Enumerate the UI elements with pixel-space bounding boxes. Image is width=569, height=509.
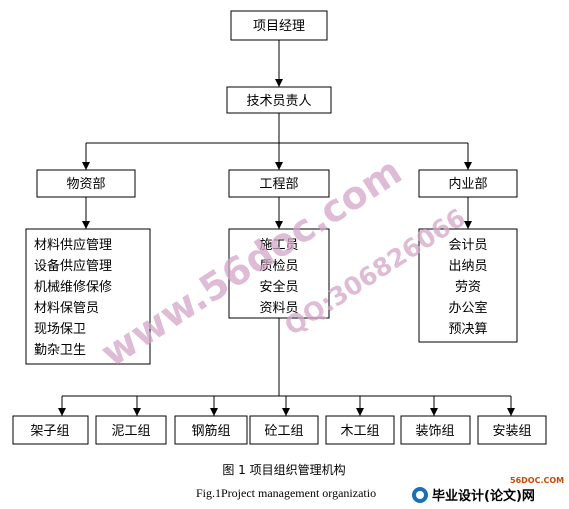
arrow-engineering	[275, 162, 283, 170]
arrow-office-list	[464, 221, 472, 229]
team-label: 架子组	[30, 424, 69, 439]
arrow-engineering-list	[275, 221, 283, 229]
arrow-office	[464, 162, 472, 170]
engineering-role: 施工员	[259, 238, 298, 253]
team-label: 木工组	[340, 424, 379, 439]
team-label: 砼工组	[264, 424, 303, 439]
logo-small-text: 56DOC.COM	[510, 476, 564, 485]
materials-role: 材料供应管理	[34, 237, 112, 253]
node-manager-label: 项目经理	[253, 19, 305, 34]
team-node: 装饰组	[400, 415, 471, 445]
engineering-roles-box: 施工员 质检员 安全员 资料员	[228, 228, 330, 319]
team-node: 砼工组	[249, 415, 319, 445]
engineering-role: 质检员	[259, 259, 298, 274]
office-role: 会计员	[448, 238, 487, 253]
figure-caption-en: Fig.1Project management organizatio	[196, 486, 376, 500]
arrow-team-2	[133, 408, 141, 416]
node-engineering-dept-label: 工程部	[259, 177, 298, 192]
logo-big-text: 毕业设计(论文)网	[432, 488, 535, 504]
office-role: 办公室	[448, 300, 487, 316]
team-node: 安装组	[477, 415, 547, 445]
node-engineering-dept: 工程部	[228, 169, 330, 198]
site-logo: 56DOC.COM 毕业设计(论文)网	[412, 476, 564, 504]
team-label: 安装组	[492, 424, 531, 439]
arrow-team-3	[210, 408, 218, 416]
arrow-team-5	[356, 408, 364, 416]
node-materials-dept: 物资部	[36, 169, 136, 198]
team-label: 泥工组	[111, 424, 150, 439]
engineering-role: 安全员	[259, 279, 298, 295]
materials-role: 勤杂卫生	[34, 343, 86, 358]
arrow-techlead	[275, 79, 283, 87]
node-office-dept: 内业部	[418, 169, 518, 198]
office-role: 劳资	[455, 279, 481, 295]
node-materials-dept-label: 物资部	[66, 177, 105, 192]
team-node: 架子组	[12, 415, 89, 445]
materials-role: 机械维修保修	[34, 280, 112, 295]
materials-roles-box: 材料供应管理 设备供应管理 机械维修保修 材料保管员 现场保卫 勤杂卫生	[25, 228, 151, 365]
arrow-materials-list	[82, 221, 90, 229]
materials-role: 现场保卫	[34, 322, 86, 337]
materials-role: 设备供应管理	[34, 258, 112, 274]
node-tech-lead: 技术员责人	[226, 86, 332, 114]
arrow-materials	[82, 162, 90, 170]
office-roles-box: 会计员 出纳员 劳资 办公室 预决算	[418, 228, 518, 343]
engineering-role: 资料员	[259, 301, 298, 316]
arrow-team-7	[507, 408, 515, 416]
team-label: 钢筋组	[191, 423, 230, 439]
team-node: 木工组	[325, 415, 395, 445]
arrow-team-4	[282, 408, 290, 416]
office-role: 预决算	[448, 322, 487, 337]
figure-caption-cn: 图 1 项目组织管理机构	[222, 462, 345, 477]
team-node: 泥工组	[95, 415, 167, 445]
team-label: 装饰组	[415, 424, 454, 439]
arrow-team-1	[58, 408, 66, 416]
node-tech-lead-label: 技术员责人	[246, 94, 311, 109]
node-manager: 项目经理	[230, 10, 328, 41]
materials-role: 材料保管员	[34, 301, 99, 316]
node-office-dept-label: 内业部	[448, 176, 487, 192]
arrow-team-6	[430, 408, 438, 416]
arrowheads	[58, 79, 515, 416]
team-node: 钢筋组	[174, 415, 248, 445]
office-role: 出纳员	[448, 259, 487, 274]
